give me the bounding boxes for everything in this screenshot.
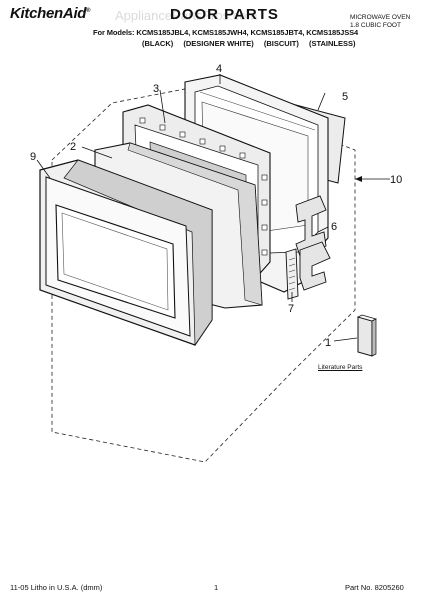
callout-10: 10 (390, 174, 402, 186)
footer-part-number: Part No. 8205260 (345, 583, 404, 592)
callout-4: 4 (216, 63, 222, 75)
callout-6: 6 (331, 221, 337, 233)
page-title: DOOR PARTS (170, 6, 279, 23)
part-7-hinge (285, 248, 299, 300)
color-designer-white: (DESIGNER WHITE) (183, 39, 254, 48)
color-biscuit: (BISCUIT) (263, 39, 299, 48)
color-black: (BLACK) (142, 39, 174, 48)
assembly-boundary (51, 87, 356, 463)
callout-3: 3 (153, 83, 159, 95)
callout-7: 7 (288, 303, 294, 315)
product-line-2: 1.8 CUBIC FOOT (350, 22, 401, 29)
callout-1: 1 (325, 337, 331, 349)
callout-2: 2 (70, 141, 76, 153)
brand-mark: ® (86, 8, 91, 14)
watermark: AppliancePartsPros.com (115, 8, 258, 23)
callout-5: 5 (342, 91, 348, 103)
color-stainless: (STAINLESS) (308, 39, 356, 48)
callout-9: 9 (30, 151, 36, 163)
product-description: MICROWAVE OVEN 1.8 CUBIC FOOT (350, 14, 410, 30)
footer-page-number: 1 (214, 583, 219, 592)
part-6-latch (295, 195, 331, 291)
brand-logo: KitchenAid® (10, 5, 91, 22)
model-list: For Models: KCMS185JBL4, KCMS185JWH4, KC… (93, 28, 359, 37)
product-line-1: MICROWAVE OVEN (350, 14, 411, 21)
part-1-literature (357, 314, 377, 357)
footer-print-info: 11-05 Litho in U.S.A. (dmm) (10, 583, 103, 592)
color-list: (BLACK) (DESIGNER WHITE) (BISCUIT) (STAI… (142, 39, 363, 48)
literature-parts-label: Literature Parts (318, 364, 363, 371)
leader-lines (36, 74, 390, 342)
brand-name: KitchenAid (10, 5, 87, 22)
part-9-door-trim (39, 159, 213, 347)
